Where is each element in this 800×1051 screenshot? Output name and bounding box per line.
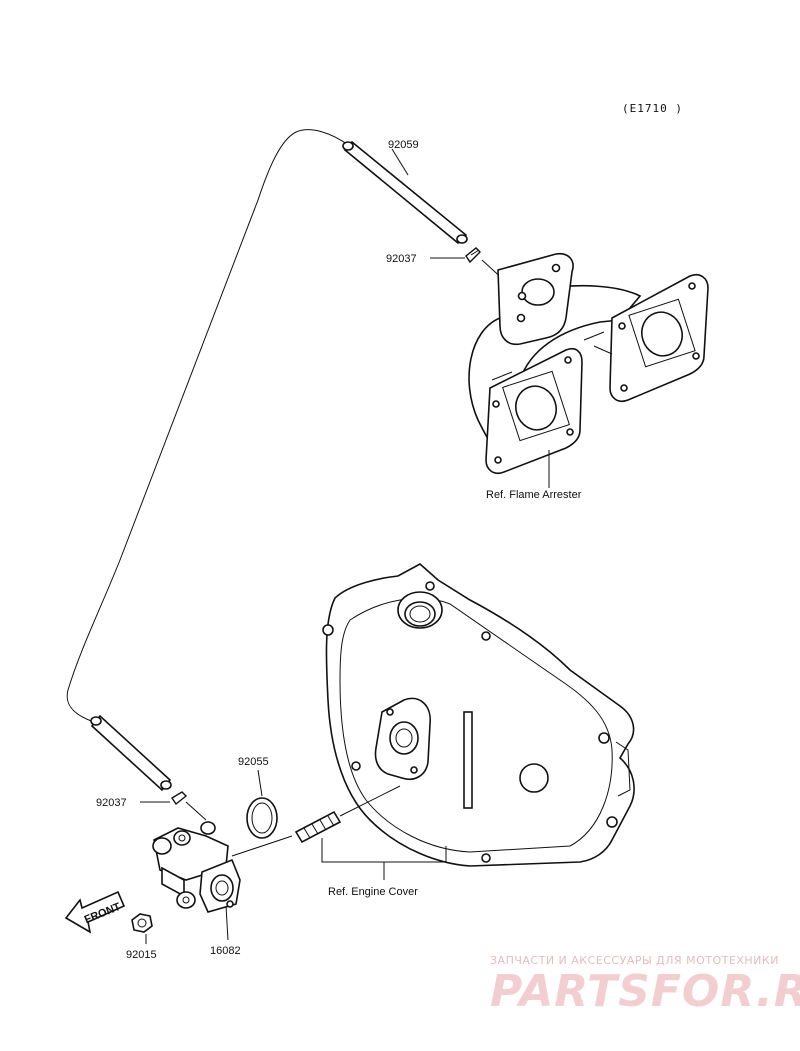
- valve-to-stud-line: [231, 835, 293, 857]
- label-92037-lower: 92037: [96, 797, 127, 809]
- label-92059: 92059: [388, 139, 419, 151]
- lower-clamp[interactable]: [171, 791, 188, 806]
- flame-arrester: [468, 252, 709, 475]
- fuel-valve[interactable]: [152, 821, 241, 913]
- label-92037-upper: 92037: [386, 253, 417, 265]
- ref-engine-cover: Ref. Engine Cover: [328, 886, 418, 898]
- ref-flame-arrester: Ref. Flame Arrester: [486, 489, 582, 501]
- label-16082: 16082: [210, 945, 241, 957]
- o-ring[interactable]: [246, 797, 278, 839]
- upper-tube[interactable]: [342, 140, 468, 245]
- label-92015: 92015: [126, 949, 157, 961]
- watermark: ЗАПЧАСТИ И АКСЕССУАРЫ ДЛЯ МОТОТЕХНИКИ PA…: [490, 954, 800, 1017]
- nut[interactable]: [131, 913, 153, 933]
- stud-to-fitting-line: [339, 785, 401, 817]
- leader-16082: [225, 905, 229, 941]
- engine-cover-stud: [294, 810, 342, 844]
- leader-92059: [391, 148, 409, 176]
- front-arrow-icon: FRONT: [64, 890, 126, 934]
- lower-tube[interactable]: [90, 714, 172, 792]
- watermark-tagline: ЗАПЧАСТИ И АКСЕССУАРЫ ДЛЯ МОТОТЕХНИКИ: [490, 954, 779, 967]
- label-92055: 92055: [238, 756, 269, 768]
- engine-cover: [322, 563, 635, 867]
- fuel-hose-line: [66, 129, 351, 723]
- watermark-brand: PARTSFOR.RU: [490, 966, 800, 1017]
- leader-92055: [257, 769, 263, 797]
- clamp-to-valve-line: [185, 801, 207, 821]
- upper-clamp[interactable]: [465, 247, 481, 264]
- diagram-code: (E1710 ): [622, 102, 683, 115]
